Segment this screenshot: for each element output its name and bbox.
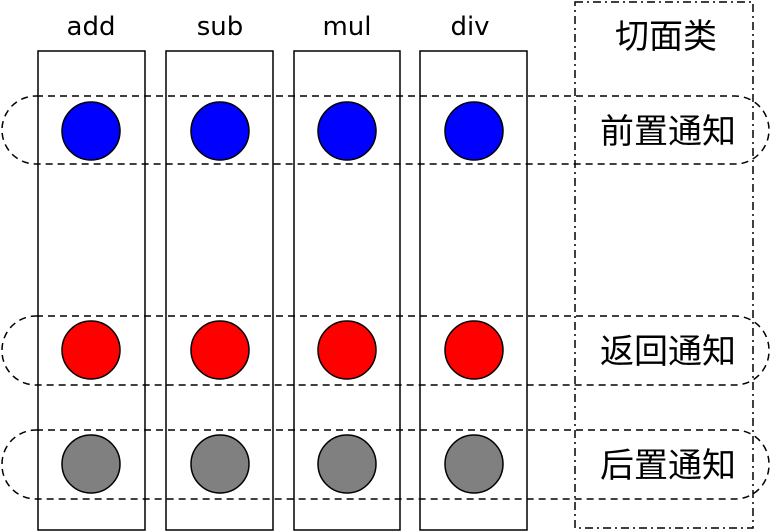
- advice-dot-after-sub: [190, 434, 250, 494]
- advice-band-after: [1, 429, 770, 500]
- advice-dot-returning-sub: [190, 320, 250, 380]
- advice-dot-before-mul: [317, 101, 377, 161]
- advice-dot-returning-mul: [317, 320, 377, 380]
- advice-dot-before-sub: [190, 101, 250, 161]
- method-column-sub: [165, 50, 274, 531]
- advice-dot-returning-add: [61, 320, 121, 380]
- advice-band-before: [1, 95, 770, 165]
- method-column-div: [419, 50, 528, 531]
- advice-band-returning: [1, 315, 770, 386]
- advice-dot-after-mul: [317, 434, 377, 494]
- advice-dot-returning-div: [444, 320, 504, 380]
- advice-label-returning: 返回通知: [600, 332, 736, 372]
- aspect-box: [574, 1, 754, 529]
- method-label-div: div: [450, 12, 489, 42]
- method-label-sub: sub: [197, 12, 244, 42]
- advice-label-after: 后置通知: [600, 446, 736, 486]
- advice-dot-before-div: [444, 101, 504, 161]
- method-label-add: add: [67, 12, 116, 42]
- method-label-mul: mul: [322, 12, 371, 42]
- method-column-add: [37, 50, 146, 531]
- advice-dot-after-div: [444, 434, 504, 494]
- method-column-mul: [293, 50, 401, 531]
- advice-dot-after-add: [61, 434, 121, 494]
- aspect-label: 切面类: [615, 17, 717, 57]
- advice-dot-before-add: [61, 101, 121, 161]
- advice-label-before: 前置通知: [600, 112, 736, 152]
